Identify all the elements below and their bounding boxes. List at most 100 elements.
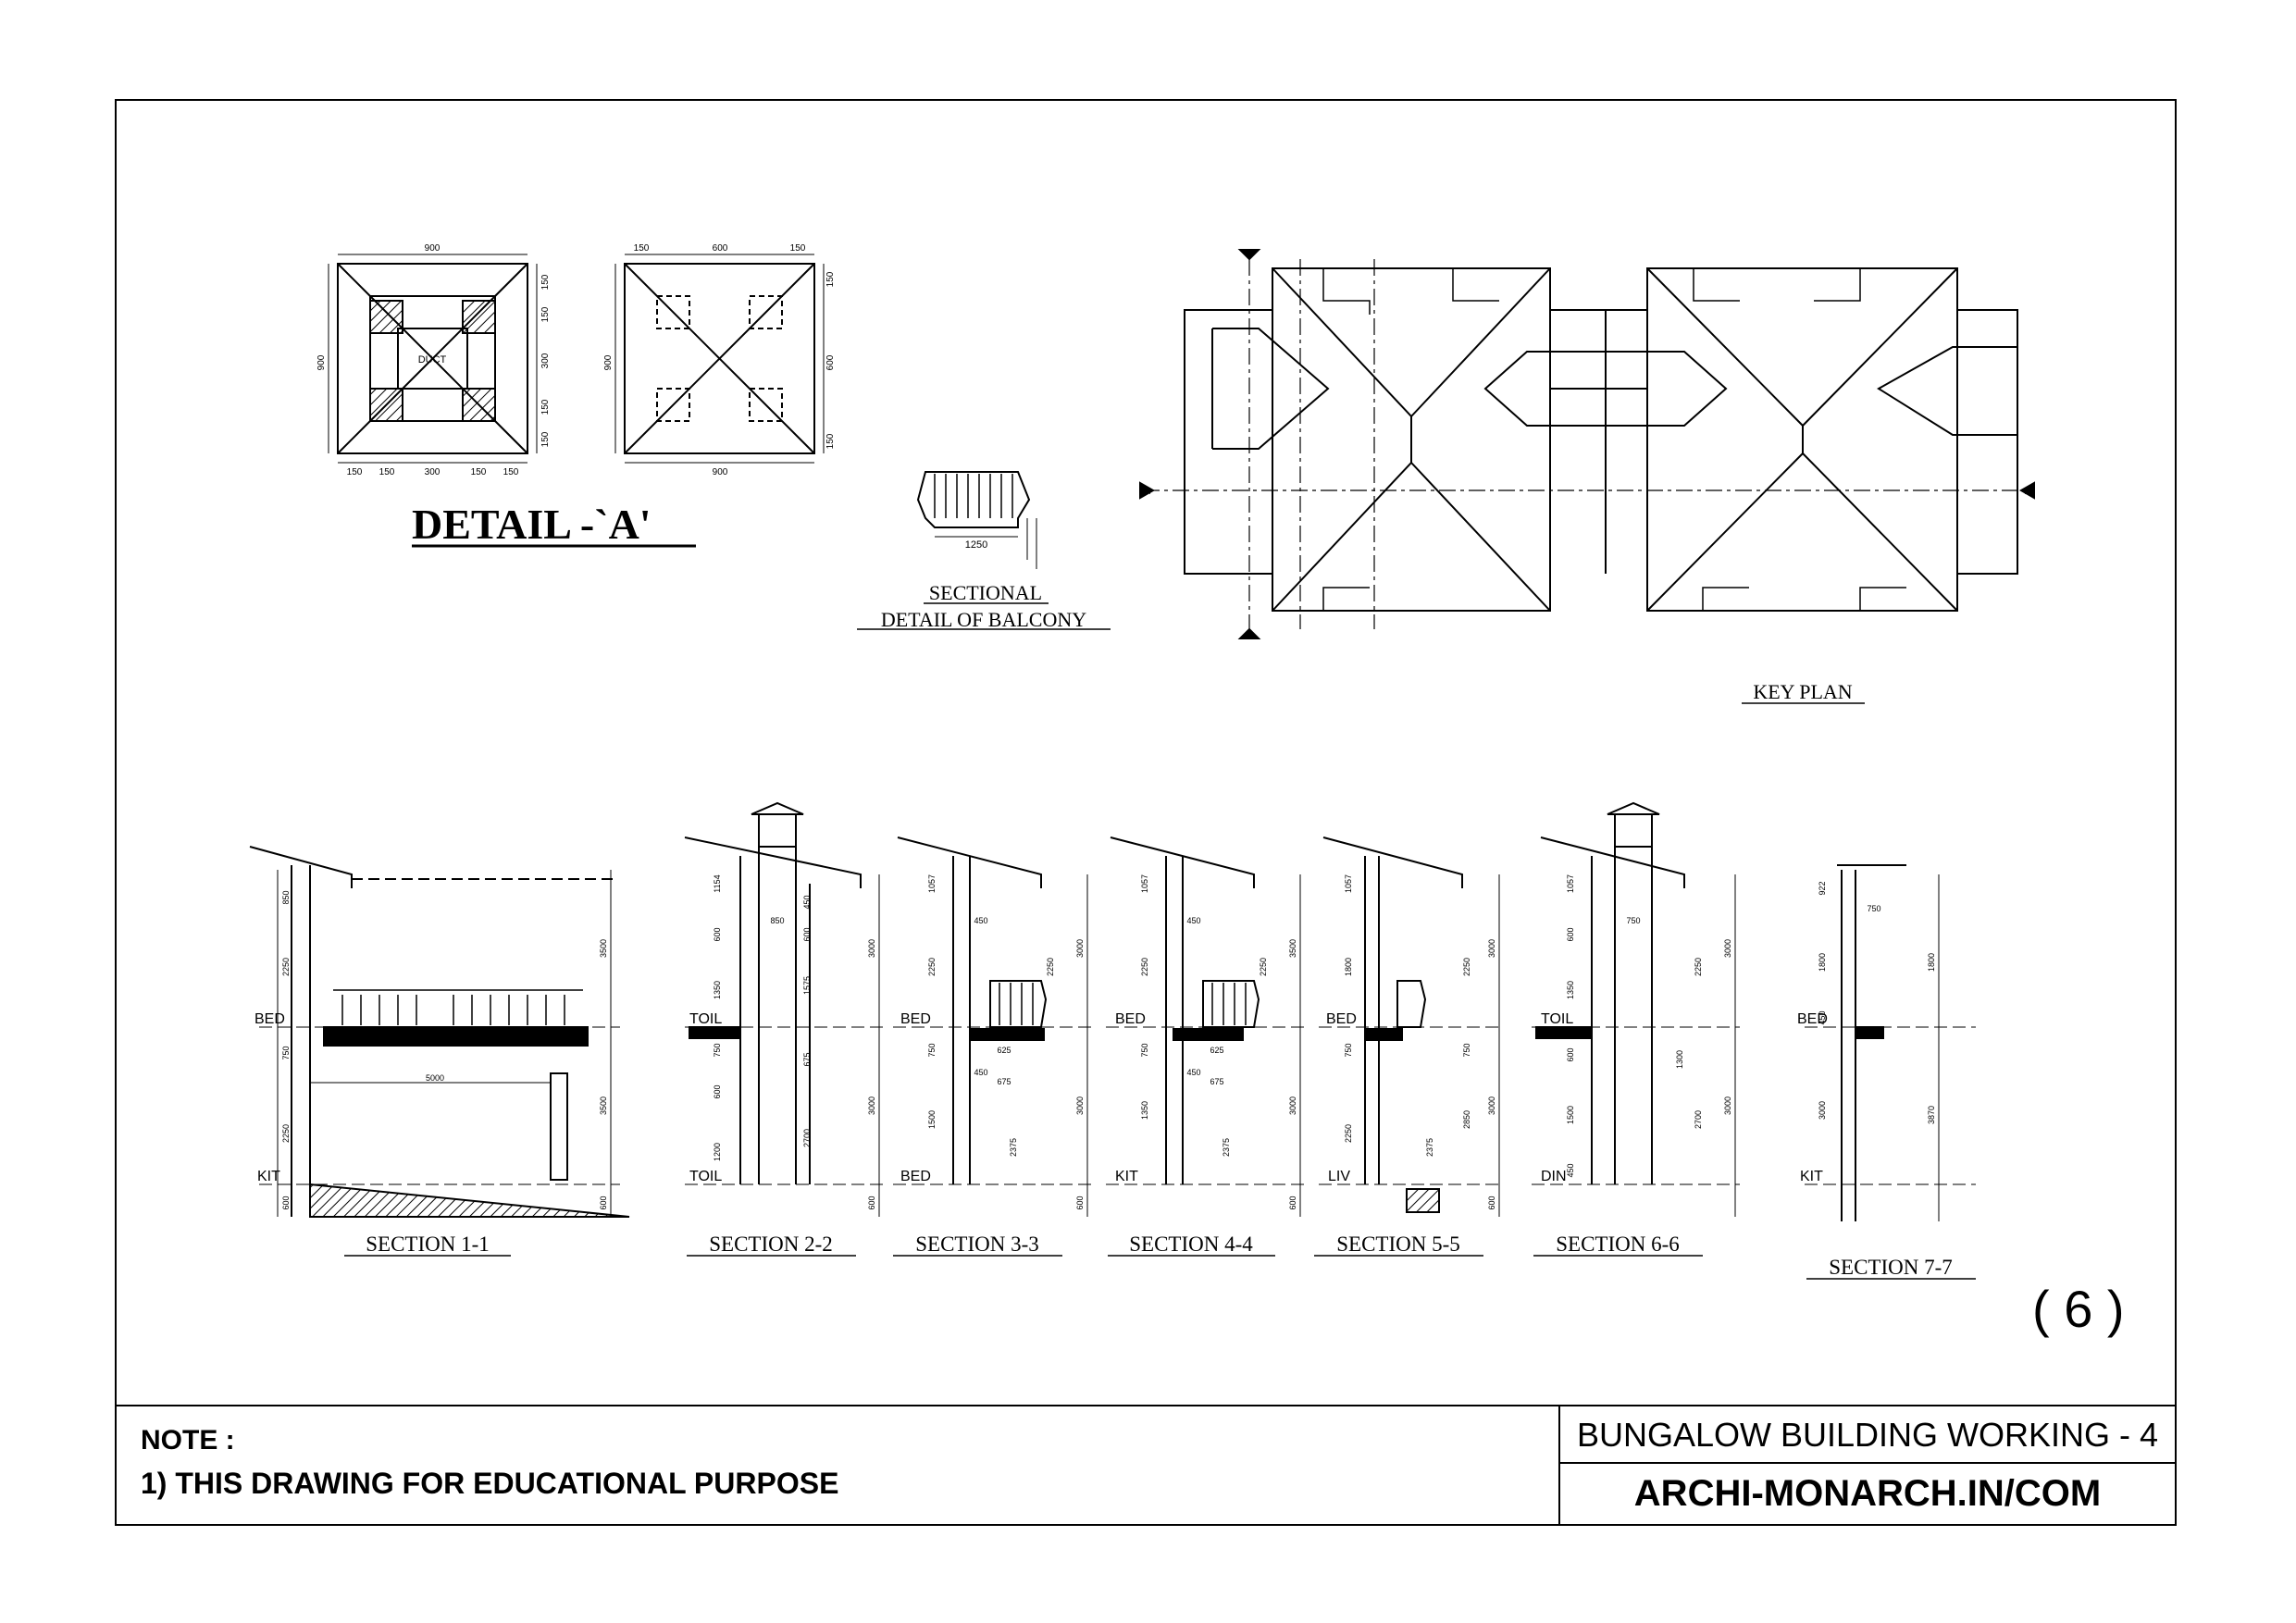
dim-label: 750 — [281, 1046, 291, 1059]
dim-label: 2375 — [1425, 1138, 1434, 1157]
section-6-6-title: SECTION 6-6 — [1556, 1233, 1680, 1256]
section-marker: A — [1145, 487, 1150, 496]
level-label: TOIL — [689, 1169, 722, 1184]
dim-label: 450 — [802, 895, 812, 909]
balcony-detail — [916, 471, 1037, 569]
balcony-title-line1: SECTIONAL — [929, 581, 1042, 604]
dim-label: 600 — [1288, 1196, 1297, 1209]
detail-a-title: DETAIL -`A' — [412, 501, 652, 548]
dim-label: 625 — [1210, 1046, 1223, 1055]
site-name: ARCHI-MONARCH.IN/COM — [1633, 1473, 2102, 1514]
dim-label: 1057 — [1344, 874, 1353, 893]
dim-label: 600 — [825, 354, 836, 370]
dim-label: 1500 — [1566, 1106, 1575, 1124]
title-block-horizontal-divider — [1558, 1462, 2177, 1464]
detail-a-plan-left — [328, 254, 538, 464]
dim-label: 750 — [927, 1043, 937, 1057]
dim-label: 150 — [540, 399, 551, 415]
dim-label: 3500 — [599, 939, 608, 958]
dim-label: 600 — [713, 1084, 722, 1098]
dim-label: 675 — [997, 1077, 1011, 1086]
dim-label: 2250 — [281, 1124, 291, 1143]
dim-label: 150 — [825, 271, 836, 287]
dim-label: 1500 — [927, 1110, 937, 1129]
dim-label: 3000 — [1723, 1096, 1732, 1115]
dim-label: 2250 — [927, 958, 937, 976]
sheet-border — [115, 99, 2177, 1526]
dim-label: 2250 — [1462, 958, 1471, 976]
dim-label: 900 — [603, 354, 614, 370]
dim-label: 2250 — [1259, 958, 1268, 976]
dim-label: 1350 — [713, 981, 722, 999]
dim-label: 3000 — [1487, 939, 1496, 958]
dim-label: 600 — [1566, 1047, 1575, 1061]
project-title: BUNGALOW BUILDING WORKING - 4 — [1576, 1416, 2159, 1454]
dim-label: 1057 — [927, 874, 937, 893]
dim-label: 150 — [347, 467, 363, 477]
dim-label: 1800 — [1927, 953, 1936, 972]
section-1-1-title: SECTION 1-1 — [366, 1233, 490, 1256]
dim-label: 900 — [316, 354, 327, 370]
section-7-7-drawing — [1805, 864, 1976, 1221]
dim-label: 2850 — [1462, 1110, 1471, 1129]
dim-label: 1057 — [1566, 874, 1575, 893]
dim-label: 1800 — [1818, 953, 1827, 972]
dim-label: 2250 — [281, 958, 291, 976]
dim-label: 1300 — [1675, 1050, 1684, 1069]
dim-label: 300 — [540, 353, 551, 368]
duct-label: DUCT — [418, 354, 447, 365]
dim-label: 900 — [713, 467, 728, 477]
section-6-6-drawing — [1532, 801, 1740, 1217]
section-3-3-title: SECTION 3-3 — [915, 1233, 1039, 1256]
level-label: TOIL — [1541, 1011, 1573, 1027]
dim-label: 450 — [974, 1068, 987, 1077]
dim-label: 3500 — [599, 1096, 608, 1115]
level-label: KIT — [1800, 1169, 1823, 1184]
section-7-7-title: SECTION 7-7 — [1829, 1256, 1953, 1279]
dim-label: 2250 — [1344, 1124, 1353, 1143]
section-4-4-title: SECTION 4-4 — [1129, 1233, 1253, 1256]
dim-label: 450 — [1186, 1068, 1200, 1077]
key-plan-title: KEY PLAN — [1753, 680, 1852, 703]
dim-label: 3000 — [1818, 1101, 1827, 1120]
dim-label: 675 — [802, 1052, 812, 1066]
dim-label: 150 — [503, 467, 519, 477]
dim-label: 625 — [997, 1046, 1011, 1055]
title-block-divider — [115, 1405, 2177, 1406]
dim-label: 600 — [1075, 1196, 1085, 1209]
dim-label: 3000 — [1075, 1096, 1085, 1115]
level-label: BED — [1326, 1011, 1357, 1027]
dim-label: 1154 — [713, 874, 722, 892]
dim-label: 150 — [825, 433, 836, 449]
dim-label: 600 — [599, 1196, 608, 1209]
balcony-title-line2: DETAIL OF BALCONY — [881, 608, 1086, 631]
dim-label: 600 — [281, 1196, 291, 1209]
note-heading: NOTE : — [141, 1425, 235, 1456]
section-1-1-drawing — [249, 846, 630, 1218]
dim-label: 2375 — [1009, 1138, 1018, 1157]
dim-label: 600 — [713, 243, 728, 254]
dim-label: 1350 — [1140, 1101, 1149, 1120]
dim-label: 2250 — [1694, 958, 1703, 976]
dim-label: 850 — [281, 890, 291, 904]
detail-a-plan-right — [614, 254, 825, 464]
dim-label: 600 — [802, 927, 812, 941]
level-label: LIV — [1328, 1169, 1350, 1184]
dim-label: 750 — [1626, 916, 1640, 925]
dim-label: 3000 — [867, 1096, 876, 1115]
level-label: KIT — [1115, 1169, 1138, 1184]
dim-label: 1200 — [713, 1143, 722, 1161]
level-label: KIT — [257, 1169, 280, 1184]
section-2-2-title: SECTION 2-2 — [709, 1233, 833, 1256]
dim-label: 3500 — [1288, 939, 1297, 958]
title-block-vertical-divider — [1558, 1405, 1560, 1526]
dim-label: 850 — [770, 916, 784, 925]
level-label: BED — [1797, 1011, 1828, 1027]
dim-label: 600 — [713, 927, 722, 941]
level-label: DIN — [1541, 1169, 1567, 1184]
dim-label: 3000 — [1075, 939, 1085, 958]
section-3-3-drawing — [893, 836, 1092, 1217]
dim-label: 150 — [540, 431, 551, 447]
